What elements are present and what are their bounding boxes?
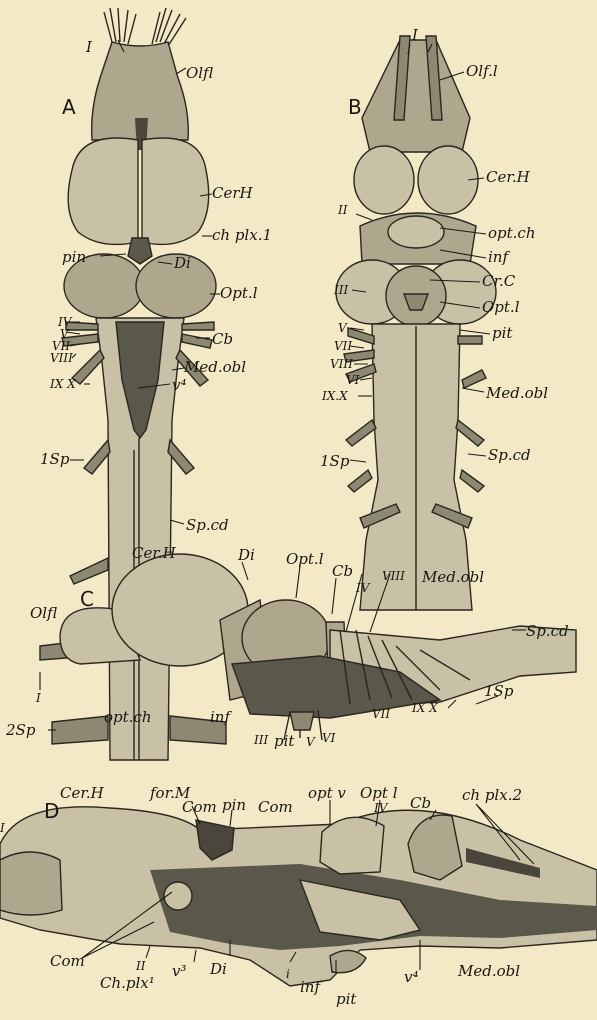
d-label-medulla-oblongata: Med.obl [457, 962, 520, 980]
a-cerebral-hemisphere-right [142, 138, 209, 244]
c-label-infundibulum: inf [210, 708, 232, 726]
d-label-commissure-3: Com [50, 952, 85, 970]
d-label-commissure-2: Com [258, 798, 293, 816]
a-label-spinal-cord: Sp.cd [186, 516, 229, 534]
d-label-olfactory-nerve: I [0, 821, 5, 835]
b-label-optic-lobe: Opt.l [482, 298, 520, 316]
b-label-first-spinal-nerve: 1Sp [320, 452, 350, 470]
figure-b-ventral-view [336, 36, 496, 610]
b-label-nerve-vi: VI [346, 373, 360, 387]
c-label-medulla-oblongata: Med.obl [421, 568, 484, 586]
d-foramen-monro [164, 882, 192, 910]
c-label-cerebellum: Cb [332, 562, 353, 580]
c-label-olfactory-nerve: I [35, 691, 41, 705]
figure-d-sagittal-section [0, 807, 597, 986]
d-pituitary [330, 950, 366, 972]
b-label-crura-cerebri: Cr.C [482, 272, 516, 290]
a-label-choroid-plexus: ch plx.1 [212, 226, 272, 244]
a-label-cerebral-hemisphere: CerH [212, 184, 254, 202]
c-label-cerebral-hemisphere: Cer.H [132, 544, 177, 562]
b-cerebral-hemisphere-left [354, 146, 414, 214]
b-label-nerve-viii: VIII [330, 357, 353, 371]
d-label-optic-nerve: II [135, 959, 146, 973]
d-label-fourth-ventricle: v⁴ [404, 968, 419, 986]
c-pituitary [290, 712, 314, 730]
b-label-optic-nerve: II [337, 203, 348, 217]
d-olfactory-lobe [0, 852, 62, 915]
c-label-nerve-v: V [306, 735, 316, 749]
a-label-first-spinal-nerve: 1Sp [40, 450, 70, 468]
b-label-spinal-cord: Sp.cd [488, 446, 531, 464]
a-label-pineal: pin [62, 248, 86, 266]
c-label-nerve-vii: VII [372, 707, 390, 721]
c-label-nerve-viii: VIII [382, 569, 405, 583]
a-olfactory-nerve-fibres [104, 8, 186, 46]
c-label-olfactory-lobe: Olfl [30, 604, 57, 622]
d-label-diencephalon: Di [209, 960, 227, 978]
b-label-nerve-v: V [338, 321, 348, 335]
c-label-nerve-vi: VI [322, 731, 336, 745]
d-label-cerebellum: Cb [410, 794, 431, 812]
d-label-optic-ventricle: opt v [308, 784, 346, 802]
c-label-optic-lobe: Opt.l [286, 550, 324, 568]
b-olfactory-lobes [362, 40, 470, 152]
b-label-medulla-oblongata: Med.obl [485, 384, 548, 402]
panel-letter-c: C [80, 587, 94, 611]
c-label-first-spinal-nerve: 1Sp [484, 682, 514, 700]
a-cerebral-hemisphere-left [68, 138, 138, 244]
c-label-nerve-iii: III [253, 733, 268, 747]
a-label-second-spinal-nerve: 2Sp [5, 721, 36, 739]
d-label-commissure-1: Com [182, 798, 217, 816]
c-label-optic-chiasma: opt.ch [104, 708, 152, 726]
panel-letter-b: B [348, 95, 362, 119]
c-label-diencephalon: Di [237, 546, 255, 564]
a-label-medulla-oblongata: Med.obl [183, 358, 246, 376]
d-label-choroid-plexus-1: Ch.plx¹ [100, 974, 155, 992]
b-label-optic-chiasma: opt.ch [488, 224, 536, 242]
a-label-olfactory-lobe: Olfl [186, 64, 213, 82]
b-label-infundibulum: inf [488, 248, 510, 266]
b-label-olfactory-lobe: Olf.l [466, 62, 498, 80]
panel-letter-d: D [44, 799, 59, 823]
b-label-pituitary: pit [492, 324, 513, 342]
d-label-i: i [286, 967, 290, 981]
a-label-diencephalon: Di [173, 254, 191, 272]
d-label-choroid-plexus-2: ch plx.2 [462, 786, 522, 804]
c-label-nerve-iv: IV [355, 581, 371, 595]
a-label-fourth-ventricle: v⁴ [172, 376, 187, 394]
d-label-pineal: pin [222, 796, 246, 814]
b-infundibulum [388, 216, 444, 248]
a-label-cerebellum: Cb [212, 330, 233, 348]
c-label-spinal-cord: Sp.cd [526, 622, 569, 640]
a-label-nerve-viii: VIII [50, 351, 73, 365]
b-label-nerve-ix-x: IX.X [321, 389, 348, 403]
d-label-pituitary: pit [336, 990, 357, 1008]
d-label-infundibulum: inf [300, 978, 322, 996]
d-label-nerve-iv: IV [373, 801, 389, 815]
panel-letter-a: A [62, 95, 76, 119]
d-label-optic-lobe: Opt l [360, 784, 398, 802]
c-label-nerve-ix-x: IX X [411, 701, 438, 715]
d-label-third-ventricle: v³ [172, 962, 187, 980]
b-label-nerve-iii: III [333, 283, 348, 297]
c-label-pituitary: pit [274, 732, 295, 750]
d-label-cerebral-hemisphere: Cer.H [60, 784, 105, 802]
a-pineal-body [128, 238, 152, 264]
b-label-nerve-vii: VII [334, 339, 352, 353]
a-label-nerve-ix-x: IX X [49, 377, 76, 391]
a-label-optic-lobe: Opt.l [220, 284, 258, 302]
a-label-olfactory-nerve: I [85, 38, 93, 56]
b-label-olfactory-nerve: I [411, 26, 419, 44]
b-label-cerebral-hemisphere: Cer.H [486, 168, 531, 186]
